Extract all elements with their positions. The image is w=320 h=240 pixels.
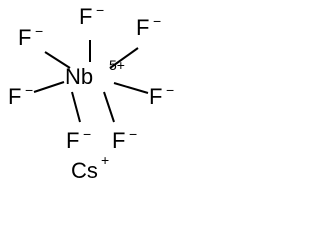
fluoride-right-symbol: F [149,84,163,109]
fluoride-lower-right-symbol: F [112,128,126,153]
fluoride-lower-left-symbol: F [66,128,80,153]
bond-lower-right [103,91,115,123]
fluoride-left-charge: − [25,82,34,98]
fluoride-upper-right-symbol: F [136,15,150,40]
bond-upper-left [44,51,71,69]
molecule-diagram: Nb 5+ F − F − F − F − F − F − F − Cs + [0,0,185,190]
nb-atom-symbol: Nb [65,64,94,89]
cesium-ion-symbol: Cs [71,158,98,183]
bond-upper-right [109,47,139,69]
fluoride-top-charge: − [96,2,105,18]
fluoride-left-symbol: F [8,84,22,109]
fluoride-lower-left-charge: − [83,126,92,142]
cesium-ion-charge: + [101,152,110,168]
fluoride-upper-left-charge: − [35,23,44,39]
fluoride-upper-right-charge: − [153,13,162,29]
nb-atom-charge: 5+ [109,57,125,73]
bond-lines [33,40,149,123]
fluoride-right-charge: − [166,82,175,98]
fluoride-top-symbol: F [79,4,93,29]
fluoride-upper-left-symbol: F [18,25,32,50]
bond-left [33,81,65,93]
fluoride-lower-right-charge: − [129,126,138,142]
bond-lower-left [71,91,81,123]
bond-right [113,82,149,94]
